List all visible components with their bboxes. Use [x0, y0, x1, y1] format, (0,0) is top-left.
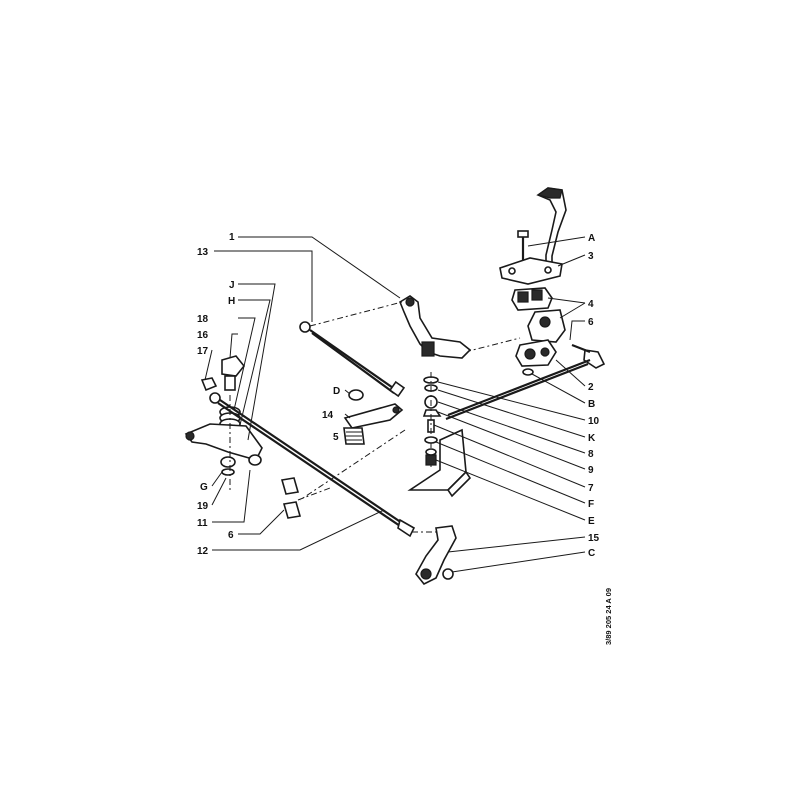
- reference-code: 3/89 205 24 A 09: [604, 588, 613, 645]
- label-12: 12: [197, 546, 209, 557]
- pivot-stack: [422, 372, 442, 470]
- label-18: 18: [197, 314, 209, 325]
- nut-b: [522, 368, 534, 376]
- label-k: K: [588, 433, 596, 444]
- label-g: G: [200, 482, 208, 493]
- support-block-6: [515, 309, 566, 367]
- label-2: 2: [588, 382, 594, 393]
- label-5: 5: [333, 432, 339, 443]
- block-4: [511, 287, 553, 311]
- label-16: 16: [197, 330, 209, 341]
- relay-lever-1: [399, 295, 472, 359]
- label-f: F: [588, 499, 594, 510]
- label-b: B: [588, 399, 595, 410]
- label-1: 1: [229, 232, 235, 243]
- label-14: 14: [322, 410, 334, 421]
- label-3: 3: [588, 251, 594, 262]
- label-j: J: [229, 280, 235, 291]
- label-10: 10: [588, 416, 600, 427]
- rod-end-6: [571, 343, 606, 369]
- label-h: H: [228, 296, 235, 307]
- label-4: 4: [588, 299, 594, 310]
- label-e: E: [588, 516, 595, 527]
- label-a: A: [588, 233, 595, 244]
- label-c: C: [588, 548, 595, 559]
- selector-rod: [447, 358, 591, 417]
- label-13: 13: [197, 247, 209, 258]
- label-11: 11: [197, 518, 208, 529]
- label-d: D: [333, 386, 340, 397]
- label-7: 7: [588, 483, 594, 494]
- lever-14: [343, 389, 404, 445]
- lever-15: [412, 525, 457, 586]
- label-15: 15: [588, 533, 600, 544]
- bolt-a: [517, 230, 529, 262]
- bushings-6: [280, 477, 331, 519]
- label-19: 19: [197, 501, 209, 512]
- label-9: 9: [588, 465, 594, 476]
- label-17: 17: [197, 346, 209, 357]
- rod-13: [299, 301, 406, 398]
- support-bracket: [407, 428, 472, 498]
- label-6-right: 6: [588, 317, 594, 328]
- label-6-left: 6: [228, 530, 234, 541]
- label-8: 8: [588, 449, 594, 460]
- plate-3: [499, 257, 563, 285]
